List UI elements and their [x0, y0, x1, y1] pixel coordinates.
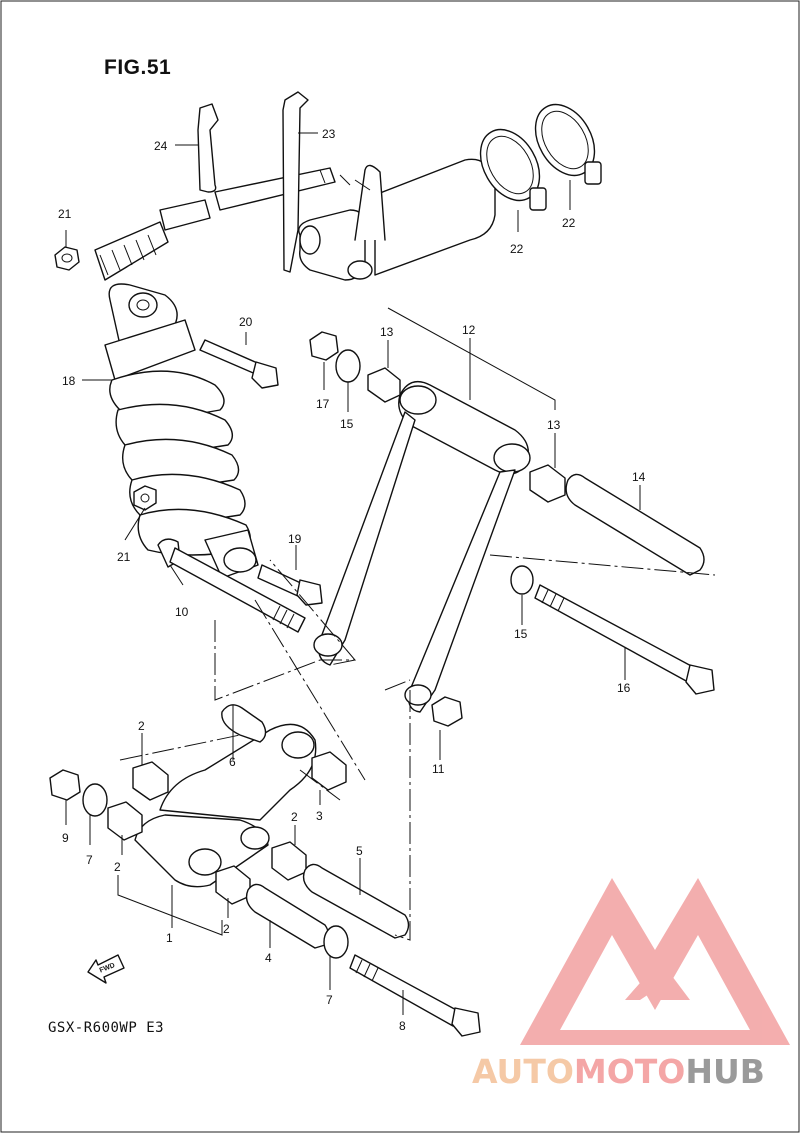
bearing-2-c — [271, 841, 307, 881]
callout-15-lower: 15 — [514, 627, 528, 641]
callout-21-lower: 21 — [117, 550, 131, 564]
hose-clamp-22-left — [479, 128, 547, 211]
washer-15-top — [335, 349, 361, 383]
bearing-13-right — [529, 464, 566, 503]
hose-clamp-22-right — [534, 103, 602, 185]
leader-lines — [65, 132, 641, 1015]
bearing-13-top — [367, 367, 401, 403]
nut-21-lower — [133, 485, 157, 511]
callout-labels: 24 23 21 22 22 20 18 13 12 17 15 13 14 2… — [58, 127, 646, 1033]
bearing-3 — [311, 751, 347, 791]
bolt-20 — [199, 339, 279, 389]
bolt-10 — [157, 538, 306, 633]
callout-20: 20 — [239, 315, 253, 329]
figure-title: FIG.51 — [104, 56, 172, 79]
callout-5: 5 — [356, 844, 363, 858]
watermark-part-auto: AUTO — [472, 1052, 574, 1091]
assembly-guide-lines — [119, 554, 716, 941]
bolt-8 — [349, 954, 481, 1037]
watermark-logo-icon — [520, 878, 790, 1045]
watermark-g-mark — [625, 960, 690, 1000]
callout-21-top: 21 — [58, 207, 72, 221]
bracket-24 — [197, 103, 219, 193]
watermark-part-moto: MOTO — [574, 1052, 685, 1091]
callout-13-top: 13 — [380, 325, 394, 339]
callout-22-right: 22 — [562, 216, 576, 230]
forward-arrow-icon — [87, 954, 125, 984]
model-label: GSX-R600WP E3 — [48, 1020, 165, 1036]
callout-23: 23 — [322, 127, 336, 141]
bolt-16 — [534, 584, 715, 695]
tie-strap-23 — [282, 91, 309, 273]
callout-10: 10 — [175, 605, 189, 619]
callout-9: 9 — [62, 831, 69, 845]
callout-2-d: 2 — [223, 922, 230, 936]
nut-17 — [309, 331, 339, 361]
callout-2-a: 2 — [138, 719, 145, 733]
spacer-14 — [565, 473, 705, 576]
washer-7-lower — [323, 925, 349, 959]
nut-9 — [49, 769, 81, 801]
callout-3: 3 — [316, 809, 323, 823]
callout-17: 17 — [316, 397, 330, 411]
callout-13-right: 13 — [547, 418, 561, 432]
watermark-part-hub: HUB — [685, 1052, 765, 1091]
bearing-2-d — [215, 865, 251, 905]
callout-14: 14 — [632, 470, 646, 484]
callout-7-left: 7 — [86, 853, 93, 867]
callout-24: 24 — [154, 139, 168, 153]
callout-6: 6 — [229, 755, 236, 769]
callout-1: 1 — [166, 931, 173, 945]
washer-7-left — [82, 783, 108, 817]
callout-16: 16 — [617, 681, 631, 695]
callout-2-b: 2 — [114, 860, 121, 874]
callout-22-left: 22 — [510, 242, 524, 256]
bearing-2-a — [132, 761, 169, 801]
cushion-lever-1 — [134, 723, 317, 888]
callout-11: 11 — [432, 762, 445, 776]
washer-15-lower — [510, 565, 534, 595]
bearing-2-b — [107, 801, 143, 841]
callout-15-top: 15 — [340, 417, 354, 431]
callout-2-c: 2 — [291, 810, 298, 824]
callout-12: 12 — [462, 323, 476, 337]
watermark-text: AUTOMOTOHUB — [472, 1052, 765, 1091]
watermark-triangle-inner — [560, 935, 750, 1030]
cushion-rod-12 — [313, 381, 531, 713]
nut-21-top — [54, 246, 80, 271]
spacer-6 — [221, 704, 267, 743]
callout-19: 19 — [288, 532, 302, 546]
callout-8: 8 — [399, 1019, 406, 1033]
callout-4: 4 — [265, 951, 272, 965]
shock-absorber-18 — [104, 283, 259, 579]
callout-7-lower: 7 — [326, 993, 333, 1007]
spacer-5 — [302, 863, 410, 939]
reservoir-assembly — [94, 158, 496, 281]
nut-11 — [431, 696, 463, 727]
callout-18: 18 — [62, 374, 76, 388]
